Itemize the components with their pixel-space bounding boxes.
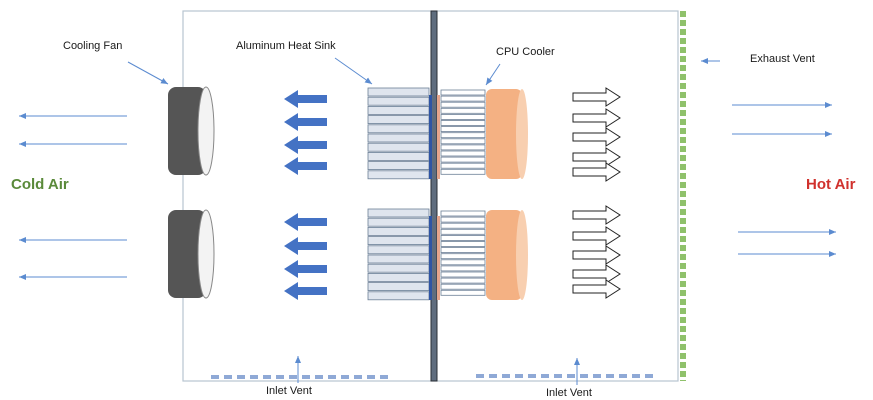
thin-arrows xyxy=(19,57,836,385)
cpu-cooler-fin xyxy=(440,259,486,266)
cpu-cooler-fin xyxy=(440,150,486,157)
heat-sink-fin xyxy=(367,96,430,106)
heat-sink-fin xyxy=(367,142,430,152)
cpu-cooler-fin xyxy=(440,216,486,223)
heat-sink-fin xyxy=(367,151,430,161)
cpu-cooler-fin xyxy=(440,89,486,96)
cpu-cooler-fin xyxy=(440,132,486,139)
heat-sink-fin xyxy=(367,133,430,143)
cpu-cooler-fin xyxy=(440,228,486,235)
cpu-cooler-fin xyxy=(440,114,486,120)
cpu-cooler-pointer xyxy=(485,63,501,86)
heat-sink-fin xyxy=(367,106,430,115)
label-inlet-vent-right: Inlet Vent xyxy=(546,387,592,399)
cooling-fan-pointer xyxy=(127,61,169,85)
cpu-cooler-fin xyxy=(440,265,486,272)
airflow-arrows-right-bottom xyxy=(572,205,621,299)
label-hot-air: Hot Air xyxy=(806,176,856,193)
cpu-cooler-fin xyxy=(440,283,486,290)
cpu-cooler-fin xyxy=(440,253,486,260)
heat-sink-pointer xyxy=(334,57,373,85)
cpu-cooler-body-bottom xyxy=(486,210,528,300)
heat-sink-fin xyxy=(367,87,430,97)
cpu-cooler-fins-bottom xyxy=(440,210,486,296)
thermal-plate-bottom xyxy=(429,216,432,300)
thermal-plate-bottom-copper xyxy=(437,216,440,300)
cooling-fan-bottom xyxy=(168,209,215,299)
cpu-cooler-fin xyxy=(440,95,486,102)
cpu-cooler-fin xyxy=(440,120,486,126)
heat-sink-fin xyxy=(367,226,430,236)
aluminum-heat-sink-top xyxy=(367,87,430,180)
heat-sink-fin xyxy=(367,245,430,255)
heat-sink-fin xyxy=(367,161,430,171)
cpu-cooler-fin xyxy=(440,107,486,114)
cpu-cooler-fin xyxy=(440,247,486,254)
cpu-cooler-fin xyxy=(440,144,486,151)
airflow-arrows-left-bottom xyxy=(284,213,327,300)
cpu-cooler-fin xyxy=(440,210,486,217)
heat-sink-fin xyxy=(367,272,430,282)
cpu-cooler-fin xyxy=(440,138,486,145)
heat-sink-fin xyxy=(367,124,430,134)
cpu-cooler-fin xyxy=(440,234,486,241)
heat-sink-fin xyxy=(367,115,430,124)
cpu-cooler-fins-top xyxy=(440,89,486,175)
heat-sink-fin xyxy=(367,263,430,273)
label-cooling-fan: Cooling Fan xyxy=(63,40,123,52)
cpu-cooler-fin xyxy=(440,168,486,175)
heat-sink-fin xyxy=(367,217,430,227)
heat-sink-fin xyxy=(367,236,430,246)
heat-sink-fin xyxy=(367,291,430,301)
heat-sink-fin xyxy=(367,208,430,218)
cpu-cooler-fin xyxy=(440,241,486,247)
cpu-cooler-fin xyxy=(440,289,486,296)
cpu-cooler-fin xyxy=(440,271,486,278)
heat-sink-fin xyxy=(367,282,430,292)
thermal-plate-top xyxy=(429,95,432,179)
heat-sink-fin xyxy=(367,170,430,180)
heat-sink-fin xyxy=(367,254,430,264)
aluminum-heat-sink-bottom xyxy=(367,208,430,301)
label-heat-sink: Aluminum Heat Sink xyxy=(236,40,336,52)
airflow-arrows-left-top xyxy=(284,90,327,175)
label-inlet-vent-left: Inlet Vent xyxy=(266,385,312,397)
cpu-cooler-body-top xyxy=(486,89,528,179)
divider-wall xyxy=(430,10,438,382)
cpu-cooler-fin xyxy=(440,126,486,132)
cpu-cooler-fin xyxy=(440,222,486,229)
label-exhaust-vent: Exhaust Vent xyxy=(750,53,815,65)
airflow-arrows-right-top xyxy=(572,87,621,182)
label-cold-air: Cold Air xyxy=(11,176,69,193)
cpu-cooler-fin xyxy=(440,101,486,108)
cooling-fan-top xyxy=(168,86,215,176)
cpu-cooler-fin xyxy=(440,162,486,169)
thermal-plate-top-copper xyxy=(437,95,440,179)
label-cpu-cooler: CPU Cooler xyxy=(496,46,555,58)
cpu-cooler-fin xyxy=(440,156,486,163)
cpu-cooler-fin xyxy=(440,277,486,284)
